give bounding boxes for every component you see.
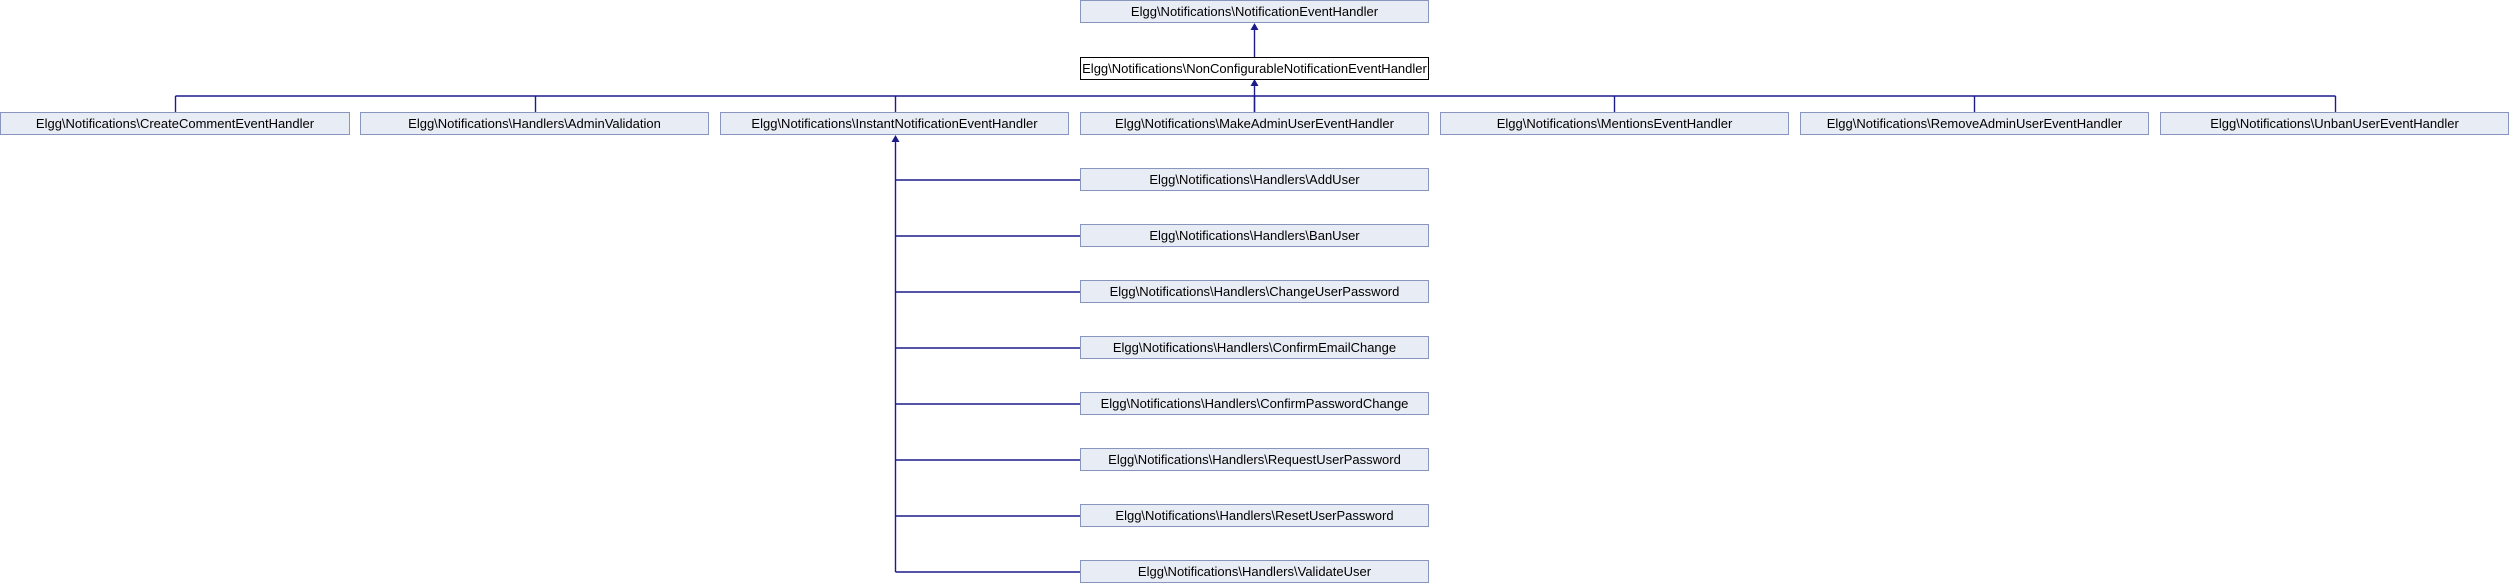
inheritance-arrowhead	[891, 135, 900, 142]
class-node-reset-user-password[interactable]: Elgg\Notifications\Handlers\ResetUserPas…	[1080, 504, 1429, 527]
inheritance-arrowhead	[1250, 79, 1259, 86]
class-node-add-user[interactable]: Elgg\Notifications\Handlers\AddUser	[1080, 168, 1429, 191]
class-node-confirm-email-change[interactable]: Elgg\Notifications\Handlers\ConfirmEmail…	[1080, 336, 1429, 359]
class-node-admin-validation[interactable]: Elgg\Notifications\Handlers\AdminValidat…	[360, 112, 709, 135]
class-node-make-admin-user-event-handler[interactable]: Elgg\Notifications\MakeAdminUserEventHan…	[1080, 112, 1429, 135]
class-node-create-comment-event-handler[interactable]: Elgg\Notifications\CreateCommentEventHan…	[0, 112, 350, 135]
class-node-confirm-password-change[interactable]: Elgg\Notifications\Handlers\ConfirmPassw…	[1080, 392, 1429, 415]
class-node-validate-user[interactable]: Elgg\Notifications\Handlers\ValidateUser	[1080, 560, 1429, 583]
class-node-ban-user[interactable]: Elgg\Notifications\Handlers\BanUser	[1080, 224, 1429, 247]
class-node-notification-event-handler[interactable]: Elgg\Notifications\NotificationEventHand…	[1080, 0, 1429, 23]
class-node-request-user-password[interactable]: Elgg\Notifications\Handlers\RequestUserP…	[1080, 448, 1429, 471]
class-node-mentions-event-handler[interactable]: Elgg\Notifications\MentionsEventHandler	[1440, 112, 1789, 135]
class-node-unban-user-event-handler[interactable]: Elgg\Notifications\UnbanUserEventHandler	[2160, 112, 2509, 135]
class-node-instant-notification-event-handler[interactable]: Elgg\Notifications\InstantNotificationEv…	[720, 112, 1069, 135]
class-node-non-configurable-notification-event-handler: Elgg\Notifications\NonConfigurableNotifi…	[1080, 57, 1429, 80]
class-node-change-user-password[interactable]: Elgg\Notifications\Handlers\ChangeUserPa…	[1080, 280, 1429, 303]
inheritance-arrowhead	[1250, 23, 1259, 30]
class-node-remove-admin-user-event-handler[interactable]: Elgg\Notifications\RemoveAdminUserEventH…	[1800, 112, 2149, 135]
